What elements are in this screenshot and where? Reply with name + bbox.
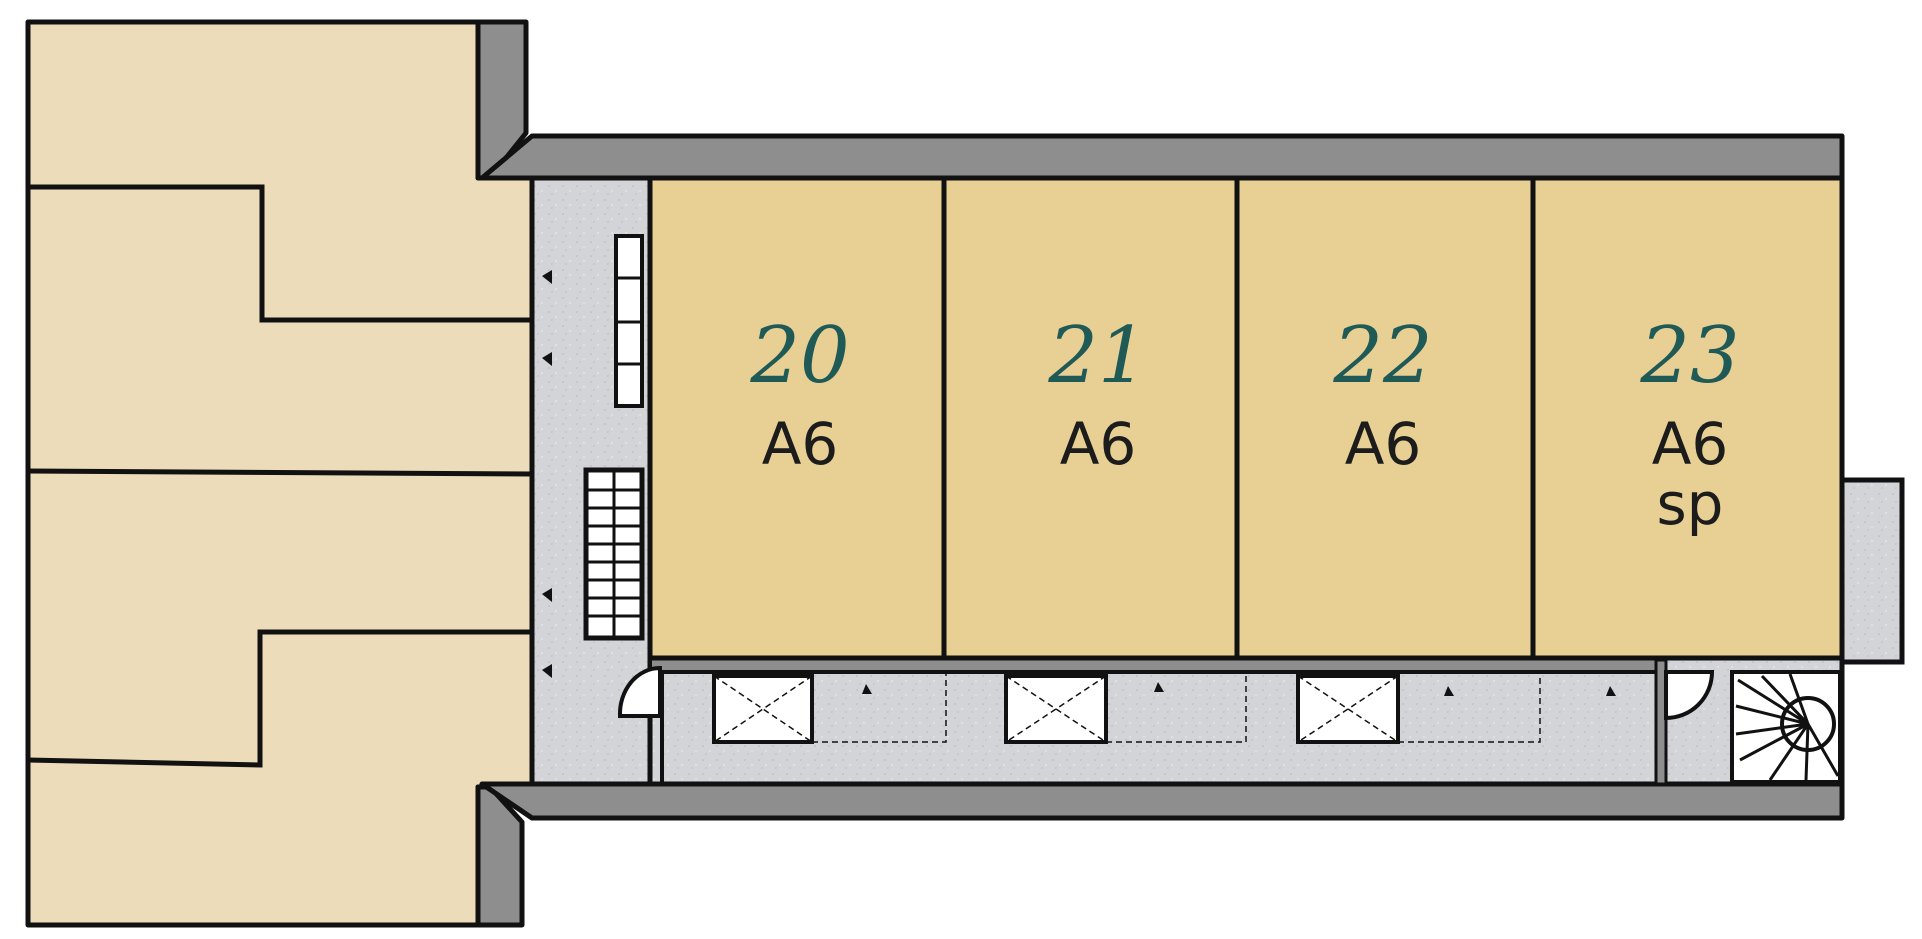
neighbor-partition	[27, 468, 533, 477]
light-marker-icon	[542, 664, 552, 678]
unit-type: A6	[1060, 410, 1137, 478]
terrace-outline	[812, 672, 947, 743]
unit-number: 21	[1047, 311, 1147, 401]
east-annex	[1839, 477, 1905, 665]
terrace-outline	[1106, 672, 1247, 743]
storage-box-icon	[712, 674, 814, 744]
unit-20[interactable]: 20 A6	[647, 175, 947, 661]
storage-box-icon	[1296, 674, 1400, 744]
door-swing-icon	[617, 665, 662, 718]
unit-type: A6	[762, 410, 839, 478]
unit-type: A6	[1652, 410, 1729, 478]
unit-number: 20	[749, 311, 849, 401]
light-marker-icon	[542, 352, 552, 366]
unit-area	[1530, 175, 1845, 661]
unit-subtype: sp	[1656, 470, 1723, 538]
neighbor-building	[25, 19, 535, 928]
light-marker-icon	[542, 588, 552, 602]
unit-area	[941, 175, 1240, 661]
light-marker-icon	[1154, 682, 1164, 692]
unit-22[interactable]: 22 A6	[1234, 175, 1536, 661]
unit-23[interactable]: 23 A6 sp	[1530, 175, 1845, 661]
spiral-staircase-icon	[1730, 670, 1842, 784]
unit-number: 22	[1332, 311, 1432, 401]
neighbor-partition	[28, 184, 532, 323]
neighbor-partition	[27, 629, 532, 768]
unit-number: 23	[1639, 311, 1739, 401]
staircase-icon	[583, 234, 645, 641]
unit-type: A6	[1345, 410, 1422, 478]
south-wall	[479, 781, 1845, 821]
light-marker-icon	[1444, 686, 1454, 696]
north-wall	[479, 133, 1845, 181]
unit-21[interactable]: 21 A6	[941, 175, 1240, 661]
terrace-outline	[1398, 672, 1541, 743]
light-marker-icon	[542, 270, 552, 284]
storage-box-icon	[1004, 674, 1108, 744]
door-swing-icon	[1664, 670, 1715, 721]
light-marker-icon	[1606, 686, 1616, 696]
unit-area	[647, 175, 947, 661]
light-marker-icon	[862, 684, 872, 694]
